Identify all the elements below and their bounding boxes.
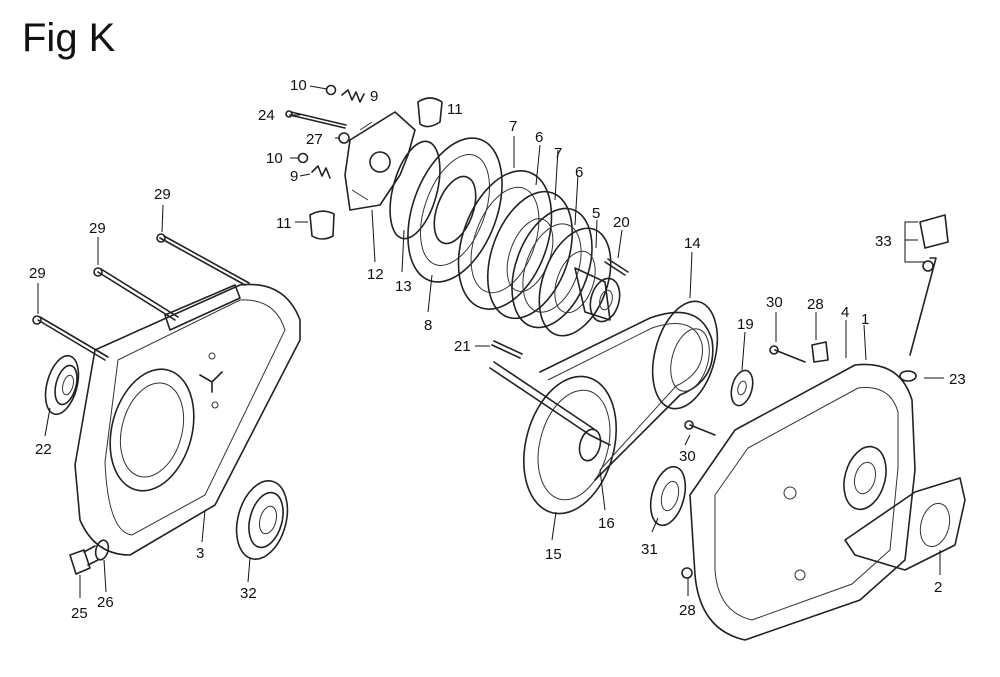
bolt-24 (285, 110, 347, 129)
dipstick-33 (909, 214, 949, 356)
washer-19 (730, 369, 754, 407)
callout-5: 5 (592, 205, 600, 222)
callout-24: 24 (258, 107, 275, 124)
callout-29b: 29 (89, 220, 106, 237)
dowel-28b (681, 567, 693, 579)
callout-14: 14 (684, 235, 701, 252)
callout-22: 22 (35, 441, 52, 458)
callout-1: 1 (861, 311, 869, 328)
spring-9b (311, 165, 331, 179)
callout-33: 33 (875, 233, 892, 250)
side-cover-2 (844, 477, 966, 571)
callout-25: 25 (71, 605, 88, 622)
spring-ring-13 (389, 140, 441, 240)
washer-10b (297, 152, 309, 164)
washer-27 (338, 132, 350, 144)
bolt-30a (769, 345, 806, 363)
bearing-32 (235, 480, 289, 560)
callout-12: 12 (367, 266, 384, 283)
callout-15: 15 (545, 546, 562, 563)
callout-10a: 10 (290, 77, 307, 94)
callout-11b: 11 (276, 215, 292, 232)
pin-20 (604, 258, 629, 276)
callout-11a: 11 (447, 101, 463, 118)
callout-7a: 7 (509, 118, 517, 135)
callout-7b: 7 (554, 145, 562, 162)
weight-11b (309, 210, 335, 240)
callout-6b: 6 (575, 164, 583, 181)
callout-6a: 6 (535, 129, 543, 146)
callout-labels: 10 9 11 24 27 10 9 11 12 13 8 7 6 7 6 5 … (29, 77, 966, 622)
dowel-28a (811, 341, 829, 363)
callout-13: 13 (395, 278, 412, 295)
callout-30a: 30 (766, 294, 783, 311)
o-ring-23 (899, 370, 917, 382)
callout-29a: 29 (154, 186, 171, 203)
driven-sprocket-15 (522, 375, 618, 515)
key-21 (491, 340, 523, 359)
clutch-hub-5 (574, 267, 621, 323)
callout-2: 2 (934, 579, 942, 596)
callout-3: 3 (196, 545, 204, 562)
oil-seal-22 (44, 354, 80, 416)
drain-bolt-25 (69, 545, 99, 575)
bearing-31 (649, 465, 687, 527)
spring-9a (341, 89, 365, 103)
callout-4: 4 (841, 304, 849, 321)
callout-20: 20 (613, 214, 630, 231)
callout-23: 23 (949, 371, 966, 388)
callout-28a: 28 (807, 296, 824, 313)
washer-10a (325, 84, 337, 96)
friction-disc-8 (407, 137, 503, 283)
callout-27: 27 (306, 131, 323, 148)
shaft-16 (489, 361, 611, 446)
callout-21: 21 (454, 338, 471, 355)
callout-9b: 9 (290, 168, 298, 185)
callout-26: 26 (97, 594, 114, 611)
washer-26 (94, 539, 110, 561)
callout-28b: 28 (679, 602, 696, 619)
figure-title: Fig K (22, 16, 116, 60)
callout-32: 32 (240, 585, 257, 602)
bolt-29-set (32, 233, 250, 361)
left-cover (74, 283, 301, 556)
leader-lines (37, 85, 944, 598)
weight-11a (417, 97, 443, 128)
gear-housing-1 (689, 363, 916, 641)
callout-10b: 10 (266, 150, 283, 167)
drive-sprocket-14 (651, 300, 719, 410)
callout-30b: 30 (679, 448, 696, 465)
callout-19: 19 (737, 316, 754, 333)
callout-29c: 29 (29, 265, 46, 282)
clutch-plate-7a (457, 170, 553, 310)
callout-9a: 9 (370, 88, 378, 105)
callout-16: 16 (598, 515, 615, 532)
bolt-30b (684, 420, 716, 436)
callout-31: 31 (641, 541, 658, 558)
callout-8: 8 (424, 317, 432, 334)
clutch-plate-12 (344, 111, 416, 211)
clutch-plate-6b (538, 227, 612, 337)
